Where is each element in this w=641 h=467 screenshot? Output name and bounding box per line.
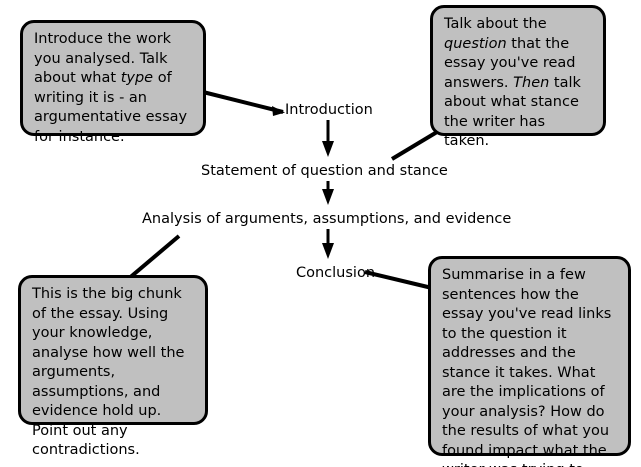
callout-question-text-part3: talk about what stance the writer has ta… [444,74,581,150]
arrow-intro-to-statement-head [322,141,334,157]
callout-conclusion-text: Summarise in a few sentences how the ess… [442,267,612,467]
callout-analysis-text: This is the big chunk of the essay. Usin… [32,286,185,458]
arrow-statement-to-analysis-head [322,189,334,205]
flow-label-conclusion: Conclusion [296,265,376,281]
callout-introduction: Introduce the work you analysed. Talk ab… [20,20,206,145]
leader-intro-callout-line [202,90,284,114]
callout-introduction-text-part1: Introduce the work you analysed. Talk ab… [34,31,172,86]
leader-question-callout-line [390,130,439,161]
callout-introduction-text-part2: of writing it is - an argumentative essa… [34,70,188,145]
flow-label-statement: Statement of question and stance [201,163,448,179]
callout-conclusion: Summarise in a few sentences how the ess… [428,256,631,467]
callout-question-text-part2: that the essay you've read answers. [444,35,576,91]
leader-conclusion-callout-line [364,270,433,290]
flow-label-analysis: Analysis of arguments, assumptions, and … [142,211,512,227]
callout-question-text-emphasis-then: Then [513,74,550,91]
callout-question-text-part1: Talk about the [444,16,547,32]
callout-question: Talk about the question that the essay y… [430,5,606,149]
flow-label-introduction: Introduction [285,102,373,118]
callout-introduction-text-emphasis: type [120,70,154,86]
leader-intro-callout-arrowhead [272,106,285,116]
callout-analysis: This is the big chunk of the essay. Usin… [18,275,208,458]
arrow-analysis-to-conclusion-head [322,243,334,259]
callout-question-text-emphasis-question: question [444,35,507,52]
leader-analysis-callout-line [125,234,181,282]
